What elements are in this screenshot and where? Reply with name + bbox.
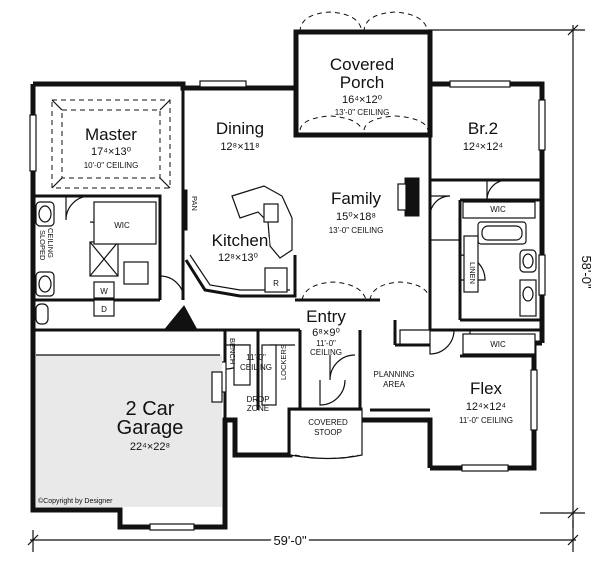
br2-wic-label: WIC [490, 205, 506, 214]
garage-slab [36, 355, 222, 507]
sloped-ceiling-label-1: SLOPED [38, 230, 47, 261]
master-ceiling: 10'-0" CEILING [84, 161, 139, 170]
entry-ceiling-1: 11'-0" [316, 339, 336, 348]
master-bath-fixtures [35, 201, 149, 325]
dryer-label: D [101, 305, 107, 314]
br2-size: 12⁴×12⁴ [463, 141, 504, 153]
dining-name: Dining [216, 119, 264, 138]
interior-walls [33, 88, 542, 420]
master-label: Master 17⁴×13⁰ 10'-0" CEILING [84, 125, 139, 170]
dining-size: 12⁸×11⁸ [220, 141, 259, 153]
linen-label: LINEN [468, 262, 477, 284]
lockers-label: LOCKERS [279, 344, 288, 380]
fridge-label: R [273, 279, 279, 288]
drop-zone-label: DROP ZONE [246, 395, 269, 413]
washer-label: W [100, 287, 108, 296]
kitchen-cabinets [164, 185, 297, 329]
br2-label: Br.2 12⁴×12⁴ [463, 119, 504, 153]
covered-porch-ceiling: 13'-0" CEILING [335, 108, 390, 117]
kitchen-size: 12⁸×13⁰ [218, 252, 259, 264]
sloped-ceiling-label-2: CEILING [46, 228, 55, 258]
kitchen-name: Kitchen [212, 231, 269, 250]
planning-area-label: PLANNING AREA [374, 370, 415, 389]
garage-name-2: Garage [117, 417, 184, 439]
family-size: 15⁰×18⁸ [336, 211, 376, 223]
master-closet [93, 201, 157, 245]
garage-label: 2 Car Garage 22⁴×22⁸ [117, 398, 184, 453]
garage-name: 2 Car [126, 398, 175, 420]
covered-stoop-name-2: STOOP [314, 428, 342, 437]
pantry-label: PAN [190, 196, 199, 211]
covered-porch-name-2: Porch [340, 73, 384, 92]
covered-porch-size: 16⁴×12⁰ [342, 94, 383, 106]
flex-ceiling: 11'-0" CEILING [459, 416, 513, 425]
br2-name: Br.2 [468, 119, 498, 138]
kitchen-label: Kitchen 12⁸×13⁰ [210, 229, 271, 266]
flex-wic-label: WIC [490, 340, 506, 349]
br2-bath-fixtures [462, 201, 537, 355]
flex-name: Flex [470, 379, 503, 398]
family-ceiling: 13'-0" CEILING [329, 226, 384, 235]
covered-stoop-name: COVERED [308, 418, 348, 427]
dimension-lines [27, 24, 585, 552]
porch-bays [299, 11, 431, 301]
master-name: Master [85, 125, 137, 144]
master-tray-ceiling [51, 99, 171, 189]
covered-stoop-label: COVERED STOOP [308, 418, 348, 437]
dining-label: Dining 12⁸×11⁸ [216, 119, 264, 153]
family-name: Family [331, 189, 382, 208]
fireplace [404, 177, 420, 217]
bench-label: BENCH [228, 338, 237, 364]
width-dimension: 59'-0" [273, 533, 307, 548]
covered-porch-name: Covered [330, 55, 394, 74]
master-wic-label: WIC [114, 221, 130, 230]
drop-zone-name: DROP [246, 395, 269, 404]
mudroom-ceiling-2: CEILING [240, 363, 272, 372]
entry-size: 6⁸×9⁰ [312, 327, 340, 339]
planning-area-name-2: AREA [383, 380, 405, 389]
flex-size: 12⁴×12⁴ [466, 401, 507, 413]
copyright: ©Copyright by Designer [38, 497, 113, 505]
entry-name: Entry [306, 307, 346, 326]
flex-label: Flex 12⁴×12⁴ 11'-0" CEILING [459, 379, 513, 425]
mudroom-ceiling-1: 11'-0" [246, 353, 266, 362]
planning-area-name: PLANNING [374, 370, 415, 379]
fireplace-hearth [397, 183, 407, 211]
covered-porch-label: Covered Porch 16⁴×12⁰ 13'-0" CEILING [330, 55, 394, 117]
master-size: 17⁴×13⁰ [91, 146, 132, 158]
depth-dimension: 58'-0" [579, 255, 594, 289]
garage-size: 22⁴×22⁸ [130, 441, 170, 453]
stoop-edge [294, 454, 359, 459]
mudroom-ceiling-label: 11'-0" CEILING [240, 353, 272, 372]
entry-label: Entry 6⁸×9⁰ 11'-0" CEILING [306, 307, 346, 357]
windows [29, 80, 546, 531]
drop-zone-name-2: ZONE [247, 404, 269, 413]
entry-ceiling-2: CEILING [310, 348, 342, 357]
family-label: Family 15⁰×18⁸ 13'-0" CEILING [329, 189, 384, 235]
